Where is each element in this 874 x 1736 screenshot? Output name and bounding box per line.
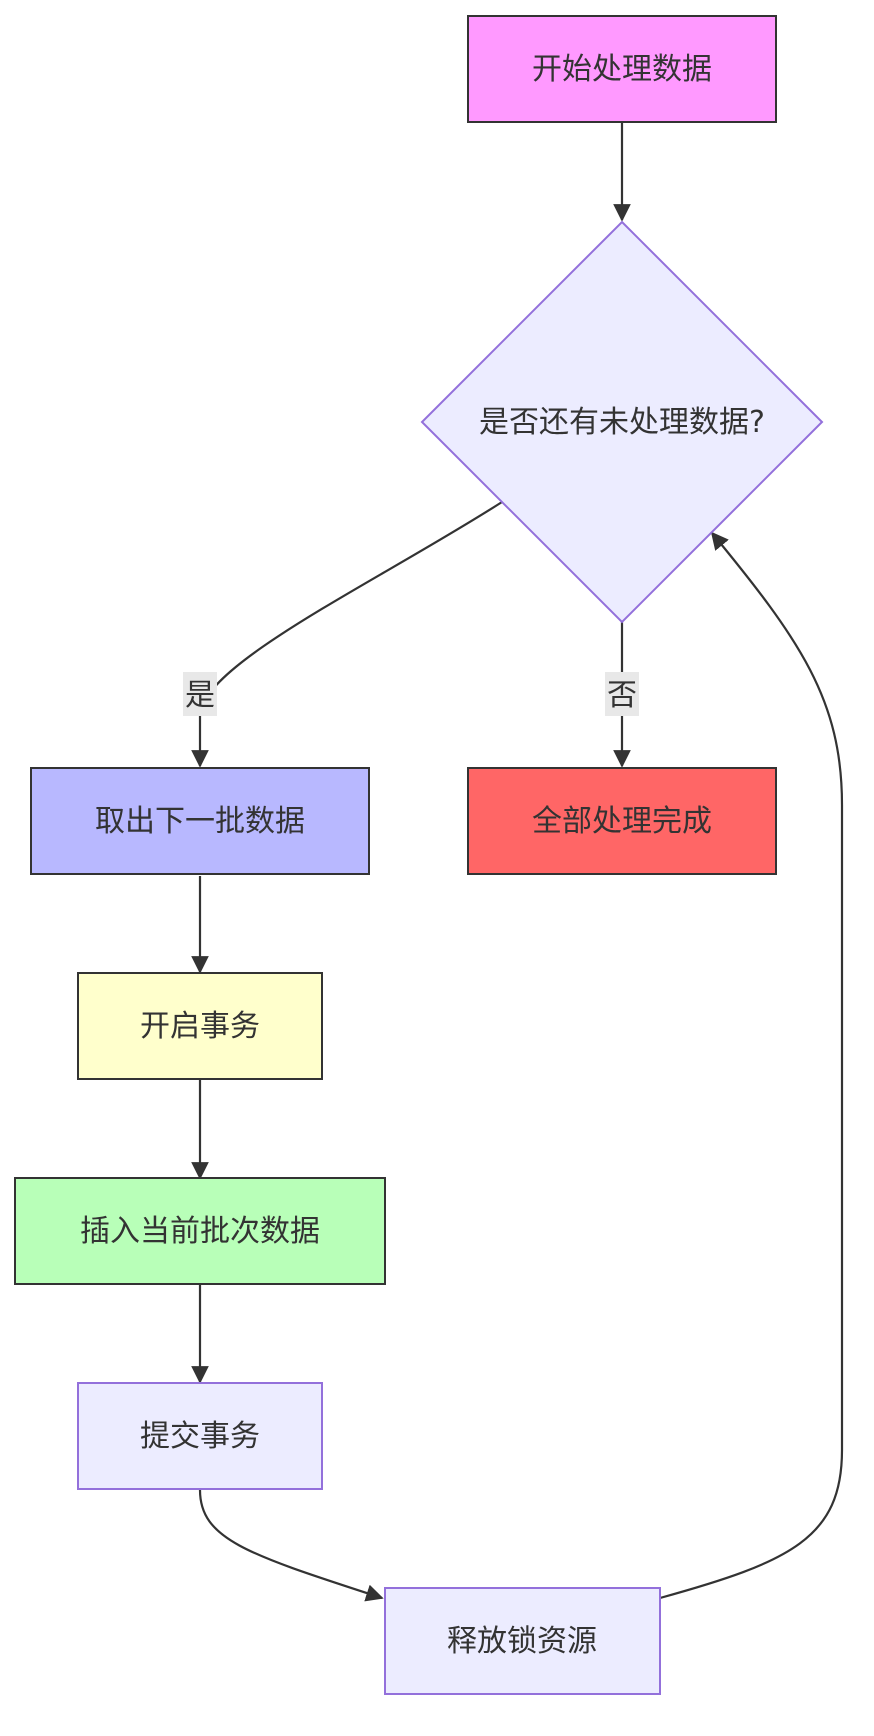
node-release: 释放锁资源 [384,1587,661,1695]
edge-label-yes-text: 是 [185,678,215,713]
node-release-label: 释放锁资源 [447,1624,597,1659]
node-decision: 是否还有未处理数据? [420,220,824,624]
node-commit-label: 提交事务 [140,1419,260,1454]
node-begin-tx: 开启事务 [77,972,323,1080]
edge-label-no: 否 [605,672,639,716]
node-insert: 插入当前批次数据 [14,1177,386,1285]
node-start: 开始处理数据 [467,15,777,123]
node-done-label: 全部处理完成 [532,804,712,839]
edge-release-to-decision [659,531,844,1600]
edge-label-yes: 是 [183,672,217,716]
node-fetch: 取出下一批数据 [30,767,370,875]
node-decision-label: 是否还有未处理数据? [479,405,765,440]
edge-commit-to-release [198,1489,384,1602]
node-fetch-label: 取出下一批数据 [95,804,305,839]
node-start-label: 开始处理数据 [532,52,712,87]
edge-decision-to-fetch [191,501,503,768]
node-commit: 提交事务 [77,1382,323,1490]
node-done: 全部处理完成 [467,767,777,875]
edge-label-no-text: 否 [607,678,637,713]
node-begin-tx-label: 开启事务 [140,1009,260,1044]
node-insert-label: 插入当前批次数据 [80,1214,320,1249]
